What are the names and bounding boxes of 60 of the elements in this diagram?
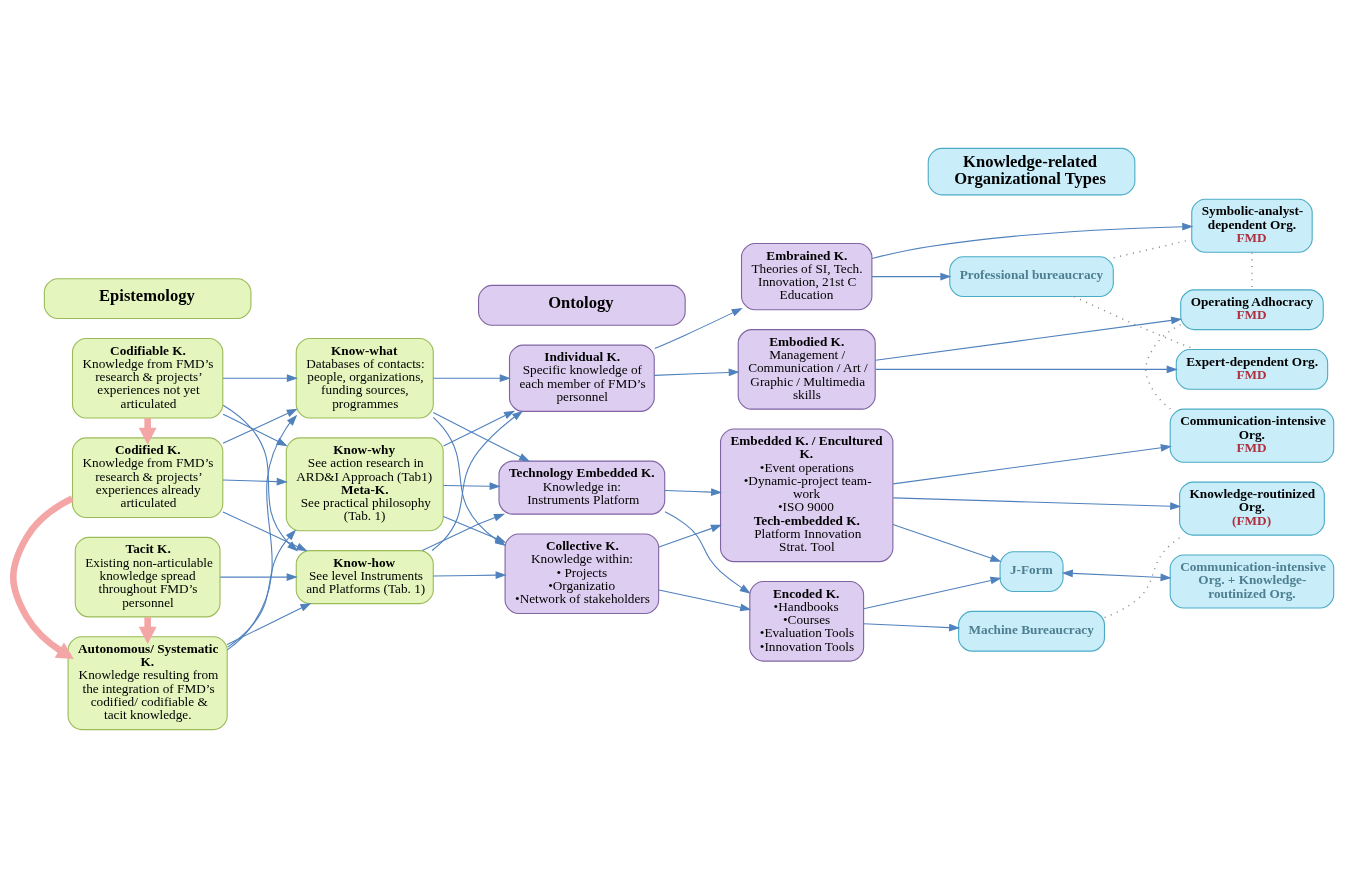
node-box: Machine Bureaucracy: [958, 610, 1105, 652]
node-box: Epistemology: [43, 278, 252, 320]
arrow: [442, 482, 501, 491]
arrow: [222, 408, 298, 444]
arrow: [226, 414, 298, 651]
arrow: [658, 589, 752, 612]
arrow: [863, 623, 961, 632]
arrow: [226, 602, 312, 645]
arrow: [658, 524, 722, 548]
node-box: Autonomous/ Systematic K. Knowledge resulting from the integration of FMD’s codified/ codifiable & tacit knowledge.: [67, 636, 228, 731]
arrow: [1061, 569, 1172, 582]
node-box: Expert-dependent Org. FMD: [1175, 348, 1329, 390]
arrow: [431, 410, 524, 551]
connector: [1112, 238, 1193, 259]
arrow: [432, 374, 511, 383]
arrow: [871, 222, 1194, 259]
node-box: Technology Embedded K. Knowledge in: Instruments Platform: [498, 460, 666, 515]
arrow: [863, 576, 1002, 610]
node-box: Ontology: [478, 284, 686, 326]
arrow: [10, 495, 74, 660]
node-box: Collective K. Knowledge within: • Projects •Organizatio •Network of stakeholders: [504, 533, 660, 615]
node-box: Know-how See level Instruments and Platforms (Tab. 1): [295, 550, 434, 605]
node-box: Know-what Databases of contacts: people, organizations, funding sources, programmes: [295, 337, 434, 419]
arrow: [222, 374, 298, 383]
arrow: [875, 316, 1183, 361]
node-box: Codifiable K. Knowledge from FMD’s research & projects’ experiences not yet articulated: [71, 337, 224, 419]
arrow: [222, 511, 308, 552]
arrow: [219, 573, 298, 581]
arrow: [442, 410, 516, 447]
node-box: Encoded K. •Handbooks •Courses •Evaluation Tools •Innovation Tools: [749, 581, 865, 662]
node-box: Embrained K. Theories of SI, Tech. Innovation, 21st C Education: [740, 242, 873, 311]
arrow: [871, 272, 952, 281]
connector: [1145, 323, 1182, 410]
arrow: [875, 365, 1178, 374]
arrow: [654, 307, 743, 350]
node-box: Tacit K. Existing non-articulable knowledge spread throughout FMD’s personnel: [74, 536, 221, 618]
arrow: [653, 368, 740, 377]
node-box: Knowledge-routinized Org. (FMD): [1179, 481, 1325, 536]
arrow: [222, 404, 299, 552]
node-box: Symbolic-analyst-dependent Org. FMD: [1191, 198, 1313, 253]
node-box: Communication-intensive Org. + Knowledge-routinized Org.: [1169, 554, 1335, 609]
arrow: [892, 443, 1172, 485]
arrow: [227, 529, 297, 648]
node-box: Operating Adhocracy FMD: [1180, 289, 1324, 331]
node-box: Embedded K. / Encultured K. •Event operations •Dynamic-project team-work •ISO 9000 Tech-embedded K. Platform Innovation Strat. Tool: [719, 428, 894, 563]
node-box: Codified K. Knowledge from FMD’s research & projects’ experiences already articulated: [71, 437, 224, 518]
arrow: [892, 523, 1002, 562]
node-box: Know-why See action research in ARD&I Approach (Tab1) Meta-K. See practical philosophy (Tab. 1): [285, 437, 444, 532]
node-box: Communication-intensive Org. FMD: [1169, 408, 1335, 463]
arrow: [664, 511, 751, 594]
node-box: Professional bureaucracy: [949, 256, 1114, 298]
arrow: [222, 477, 288, 486]
node-box: Embodied K. Management / Communication / Art / Graphic / Multimedia skills: [737, 329, 876, 410]
node-box: J-Form: [999, 551, 1064, 592]
node-box: Individual K. Specific knowledge of each member of FMD’s personnel: [508, 344, 655, 412]
arrow: [892, 497, 1182, 511]
arrow: [432, 412, 531, 462]
node-box: Knowledge-related Organizational Types: [927, 147, 1136, 196]
arrow: [432, 571, 507, 579]
arrow: [664, 488, 723, 496]
